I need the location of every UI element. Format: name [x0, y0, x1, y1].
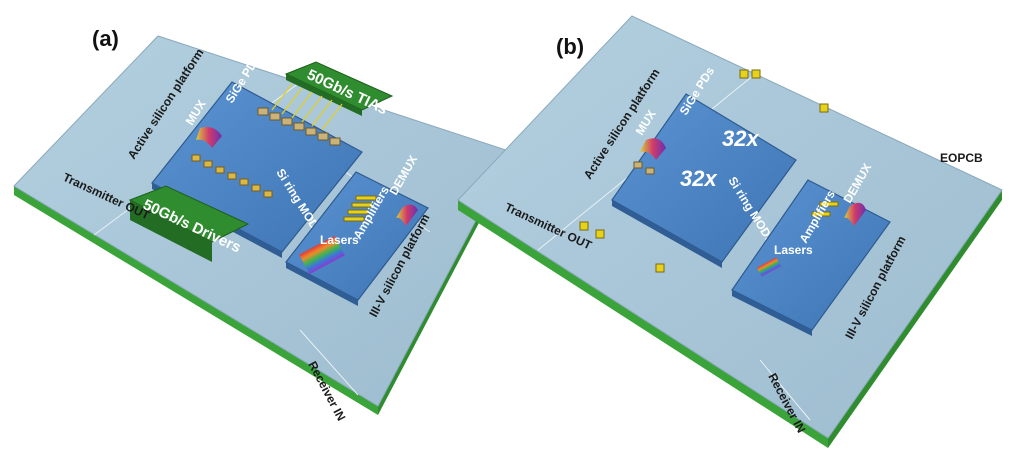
panel-b: (b) EOPCB 32x 32x MUX SiGe PDs Si ring M…: [457, 15, 1003, 448]
lasers-b-label: Lasers: [774, 243, 813, 257]
tias-chip-side: [286, 74, 362, 116]
panel-b-label: (b): [556, 34, 584, 59]
mux-b: [640, 138, 666, 160]
mux-a: [196, 127, 222, 148]
eopcb-label: EOPCB: [940, 151, 983, 165]
x32-top-label: 32x: [722, 126, 759, 151]
board-b-divider-2: [759, 359, 811, 421]
bond-pads-b: [579, 69, 829, 273]
demux-a: [396, 204, 418, 226]
ring-modulators-b: [633, 161, 655, 175]
x32-mid-label: 32x: [680, 166, 717, 191]
board-a-divider-3: [299, 329, 359, 396]
board-b-pcb-edge: [458, 200, 828, 448]
panel-a-label: (a): [92, 26, 119, 51]
amplifiers-a: [343, 195, 377, 222]
drivers-chip: [128, 185, 250, 243]
panel-a: (a) MUX SiGe PDs Si ring MODs: [13, 26, 513, 423]
lasers-b: [756, 257, 782, 277]
board-b-pcb-edge-right: [828, 190, 1002, 448]
iiiv-chip-a-side: [286, 262, 358, 306]
active-chip-b-side: [612, 200, 722, 268]
sige-pd-array-a: [257, 107, 341, 146]
amplifiers-b: [811, 201, 839, 217]
drivers-chip-side: [130, 200, 212, 262]
demux-b: [844, 202, 866, 226]
ring-modulators-a: [191, 154, 273, 198]
lasers-a: [299, 235, 345, 275]
tias-wires: [271, 83, 343, 131]
iiiv-chip-b-side: [732, 290, 812, 336]
lasers-a-label: Lasers: [320, 233, 359, 247]
board-a-pcb-edge: [14, 186, 378, 415]
